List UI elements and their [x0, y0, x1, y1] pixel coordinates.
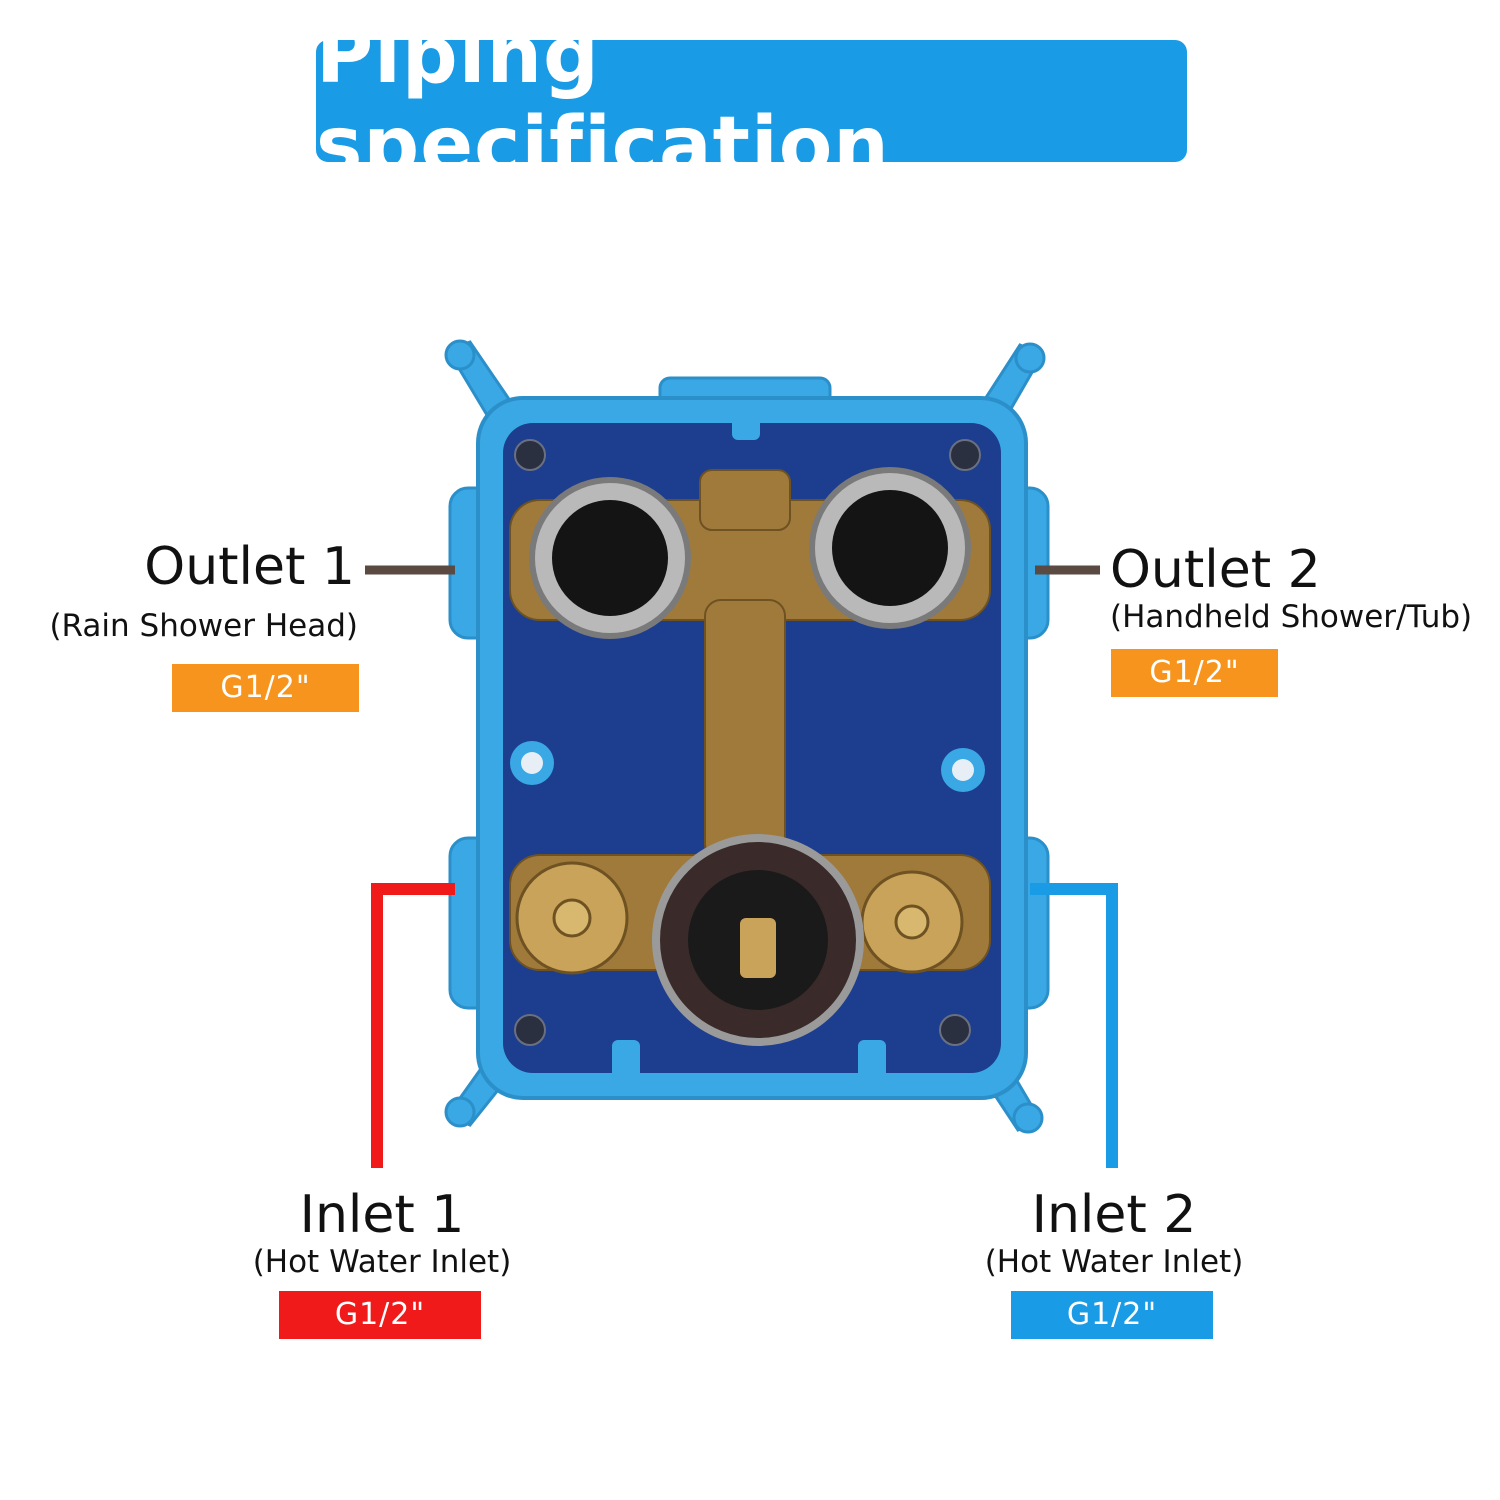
- inlet2-size-badge: G1/2": [1011, 1291, 1213, 1339]
- inlet1-desc: (Hot Water Inlet): [252, 1244, 512, 1280]
- outlet2-desc: (Handheld Shower/Tub): [1110, 599, 1473, 635]
- inlet1-name: Inlet 1: [299, 1185, 465, 1245]
- outlet-fittings: [529, 467, 971, 639]
- cartridge: [652, 834, 864, 1046]
- inlet1-pipe: [371, 883, 455, 1168]
- outlet2-name: Outlet 2: [1110, 540, 1321, 600]
- outlet1-size-badge: G1/2": [172, 664, 359, 712]
- inlet-fittings: [515, 861, 964, 975]
- outlet2-size-badge: G1/2": [1111, 649, 1278, 697]
- inlet2-name: Inlet 2: [1031, 1185, 1197, 1245]
- inlet2-pipe: [1030, 883, 1118, 1168]
- page-title: Piping specification: [316, 11, 890, 191]
- screws: [514, 439, 981, 1046]
- inlet2-desc: (Hot Water Inlet): [984, 1244, 1244, 1280]
- inlet1-size-badge: G1/2": [279, 1291, 481, 1339]
- title-banner: Piping specification: [316, 11, 1187, 191]
- outlet1-name: Outlet 1: [144, 537, 355, 597]
- outlet1-desc: (Rain Shower Head): [49, 608, 358, 644]
